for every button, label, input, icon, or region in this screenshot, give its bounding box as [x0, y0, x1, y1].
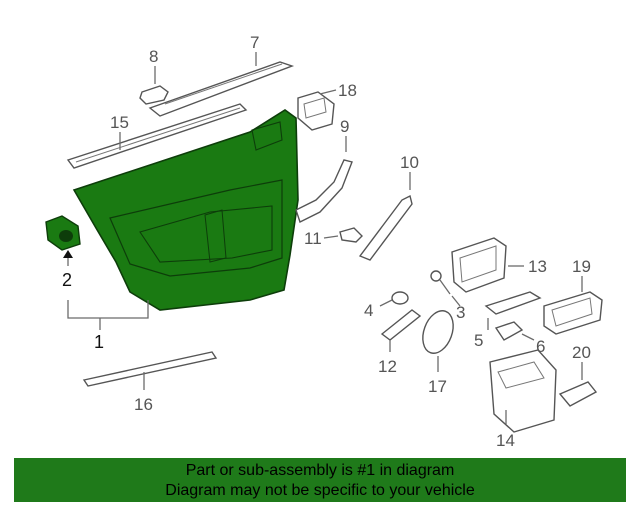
- callout-15[interactable]: 15: [110, 113, 129, 132]
- callout-13[interactable]: 13: [528, 257, 547, 276]
- callout-16[interactable]: 16: [134, 395, 153, 414]
- part-17-speaker-grille[interactable]: [417, 307, 458, 358]
- part-1-door-trim-panel[interactable]: [72, 109, 299, 311]
- part-5-bezel[interactable]: [484, 291, 542, 315]
- callout-14[interactable]: 14: [496, 431, 515, 450]
- part-12-bracket[interactable]: [380, 309, 422, 341]
- part-8-clip[interactable]: [139, 85, 169, 105]
- leader-6: [521, 333, 535, 341]
- callout-8[interactable]: 8: [149, 47, 158, 66]
- part-2-fastener[interactable]: [45, 215, 81, 251]
- part-20-reflector[interactable]: [558, 381, 598, 407]
- part-19-switch-assembly[interactable]: [543, 291, 603, 335]
- fitment-notice-banner: Part or sub-assembly is #1 in diagram Di…: [14, 458, 626, 502]
- part-11-clip[interactable]: [339, 227, 363, 243]
- parts-diagram: 7 8 15 1 2 18 9 10: [45, 33, 603, 450]
- part-6-cover[interactable]: [494, 321, 524, 341]
- callout-9[interactable]: 9: [340, 117, 349, 136]
- part-18-switch-bezel[interactable]: [297, 91, 335, 131]
- callout-6[interactable]: 6: [536, 337, 545, 356]
- banner-line-2: Diagram may not be specific to your vehi…: [165, 482, 475, 499]
- callout-1[interactable]: 1: [94, 332, 104, 352]
- part-4-retainer[interactable]: [391, 291, 409, 305]
- leader-4: [379, 299, 393, 307]
- part-16-sill-strip[interactable]: [82, 351, 218, 387]
- callout-18[interactable]: 18: [338, 81, 357, 100]
- callout-12[interactable]: 12: [378, 357, 397, 376]
- part-15-belt-molding[interactable]: [66, 103, 248, 169]
- callout-10[interactable]: 10: [400, 153, 419, 172]
- banner-line-1: Part or sub-assembly is #1 in diagram: [185, 462, 455, 479]
- part-3-screw[interactable]: [430, 270, 451, 295]
- callout-2[interactable]: 2: [62, 270, 72, 290]
- callout-3[interactable]: 3: [456, 303, 465, 322]
- part-10-armrest-strip[interactable]: [358, 194, 413, 261]
- leader-3: [451, 295, 461, 307]
- callout-20[interactable]: 20: [572, 343, 591, 362]
- callout-17[interactable]: 17: [428, 377, 447, 396]
- leader-1-bracket: [67, 300, 149, 319]
- part-7-trim-molding[interactable]: [148, 61, 295, 117]
- part-14-map-pocket[interactable]: [489, 349, 557, 433]
- callout-4[interactable]: 4: [364, 301, 373, 320]
- arrow-2: [63, 250, 73, 258]
- callout-7[interactable]: 7: [250, 33, 259, 52]
- callout-5[interactable]: 5: [474, 331, 483, 350]
- callout-11[interactable]: 11: [304, 229, 322, 248]
- part-13-switch-housing[interactable]: [451, 237, 507, 293]
- leader-18: [319, 89, 337, 95]
- part-9-pull-handle[interactable]: [295, 159, 353, 223]
- callout-19[interactable]: 19: [572, 257, 591, 276]
- leader-11: [323, 235, 339, 239]
